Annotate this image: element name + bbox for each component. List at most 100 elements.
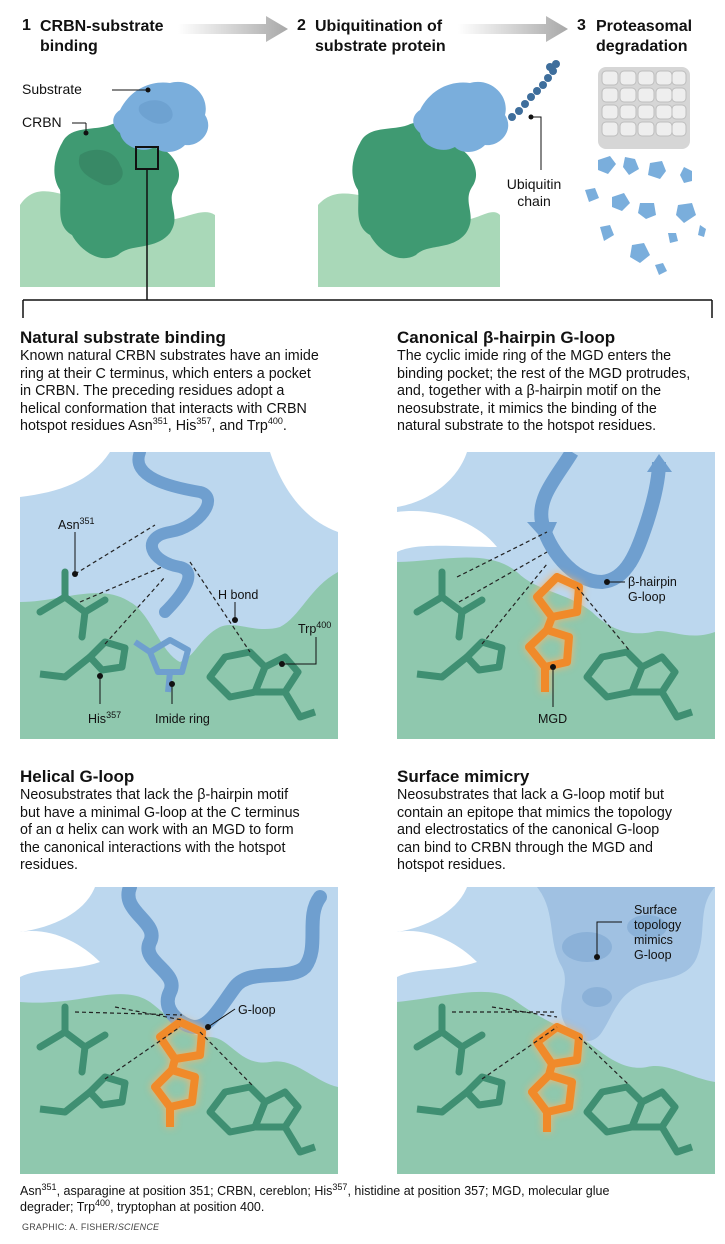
surface-label-line4: G-loop (634, 948, 672, 962)
step-2-number: 2 (297, 17, 306, 34)
ubiquitin-chain (508, 60, 560, 121)
his-residue-c (416, 638, 506, 681)
step-1-title: CRBN-substrate binding (40, 17, 164, 57)
step-1-title-line1: CRBN-substrate (40, 18, 164, 35)
canonical-line-4: neosubstrate, it mimics the binding of t… (397, 400, 657, 417)
natural-panel (20, 452, 338, 739)
natural-line-5: hotspot residues Asn351, His357, and Trp… (20, 416, 287, 434)
substrate-protein-2 (413, 81, 509, 152)
mgd-molecule (525, 573, 583, 692)
his-residue-s (416, 1073, 506, 1116)
imide-ring-natural (133, 637, 191, 693)
step-3-title-line1: Proteasomal (596, 18, 693, 35)
crbn-label: CRBN (22, 114, 62, 130)
helical-line-3: of an α helix can work with an MGD to fo… (20, 822, 294, 838)
mgd-molecule-h (151, 1018, 206, 1127)
canonical-panel (397, 452, 715, 739)
helical-line-1: Neosubstrates that lack the β-hairpin mo… (20, 787, 289, 803)
helical-line-4: the canonical interactions with the hots… (20, 839, 286, 856)
trp-residue-s (583, 1083, 694, 1156)
surface-label-line2: topology (634, 918, 682, 932)
step-arrow-2 (458, 16, 568, 42)
hairpin-label: β-hairpin G-loop (628, 575, 677, 605)
trp-label: Trp400 (298, 619, 332, 636)
surface-line-5: hotspot residues. (397, 857, 506, 873)
surface-line-3: and electrostatics of the canonical G-lo… (397, 822, 660, 838)
step-2-title-line2: substrate protein (315, 38, 446, 55)
asn-residue-h (36, 1003, 109, 1076)
asn-residue-c (413, 568, 486, 641)
surface-line-1: Neosubstrates that lack a G-loop motif b… (397, 787, 665, 803)
asn-residue (36, 568, 109, 641)
canonical-line-3: and, together with a β-hairpin motif on … (397, 383, 662, 399)
natural-line-4: helical conformation that interacts with… (20, 400, 307, 417)
ubiquitin-chain-label: Ubiquitin chain (503, 176, 565, 210)
helical-text: Neosubstrates that lack the β-hairpin mo… (20, 787, 370, 875)
surface-text: Neosubstrates that lack a G-loop motif b… (397, 787, 722, 875)
canonical-line-1: The cyclic imide ring of the MGD enters … (397, 348, 672, 364)
helical-line-2: but have a minimal G-loop at the C termi… (20, 804, 300, 821)
mgd-label: MGD (538, 712, 568, 726)
step-1-title-line2: binding (40, 38, 98, 55)
natural-text: Known natural CRBN substrates have an im… (20, 348, 370, 436)
his-residue-h (39, 1073, 129, 1116)
helical-illustration (20, 887, 338, 1174)
helical-panel (20, 887, 338, 1174)
surface-label-line3: mimics (634, 933, 673, 947)
helical-line-5: residues. (20, 857, 79, 873)
natural-line-3: in CRBN. The preceding residues adopt a (20, 383, 285, 399)
step-3-title: Proteasomal degradation (596, 17, 692, 57)
step-3-title-line2: degradation (596, 38, 688, 55)
hairpin-label-line1: β-hairpin (628, 575, 677, 589)
hairpin-label-line2: G-loop (628, 590, 666, 604)
natural-illustration (20, 452, 338, 739)
his-residue (39, 638, 129, 681)
surface-line-4: can bind to CRBN through the MGD and (397, 839, 653, 856)
trp-residue-c (583, 648, 694, 721)
surface-title: Surface mimicry (397, 767, 530, 786)
graphic-credit: GRAPHIC: A. FISHER/SCIENCE (22, 1222, 160, 1232)
proteasome (598, 67, 690, 149)
gloop-label: G-loop (238, 1003, 276, 1017)
substrate-helix-natural (132, 452, 214, 618)
surface-line-2: contain an epitope that mimics the topol… (397, 804, 672, 821)
surface-epitope (537, 887, 715, 1042)
step-2-title: Ubiquitination of substrate protein (315, 17, 446, 57)
canonical-text: The cyclic imide ring of the MGD enters … (397, 348, 722, 436)
zoom-bracket (22, 299, 713, 318)
top-illustration (20, 60, 706, 300)
canonical-title: Canonical β-hairpin G-loop (397, 328, 616, 347)
substrate-protein-1 (113, 81, 209, 152)
asn-residue-s (413, 1003, 486, 1076)
step-arrow-1 (178, 16, 288, 42)
imide-ring-label: Imide ring (155, 712, 210, 726)
canonical-illustration (397, 452, 715, 739)
canonical-line-5: natural substrate to the hotspot residue… (397, 418, 657, 434)
hbond-label: H bond (218, 588, 259, 602)
step-3-number: 3 (577, 17, 586, 34)
ubiquitin-label-line2: chain (517, 193, 551, 209)
footer-line-1: Asn351, asparagine at position 351; CRBN… (20, 1181, 610, 1198)
surface-label: Surface topology mimics G-loop (634, 903, 681, 963)
trp-residue-h (206, 1083, 317, 1156)
footer-line-2: degrader; Trp400, tryptophan at position… (20, 1197, 265, 1214)
natural-line-1: Known natural CRBN substrates have an im… (20, 348, 319, 364)
natural-title: Natural substrate binding (20, 328, 226, 347)
ubiquitin-label-line1: Ubiquitin (506, 176, 562, 192)
peptide-fragments (585, 156, 706, 275)
step-1-number: 1 (22, 17, 31, 34)
helical-title: Helical G-loop (20, 767, 135, 786)
substrate-label: Substrate (22, 81, 82, 97)
natural-line-2: ring at their C terminus, which enters a… (20, 365, 311, 382)
beta-hairpin (534, 452, 666, 589)
surface-panel (397, 887, 715, 1174)
surface-illustration (397, 887, 715, 1174)
canonical-line-2: binding pocket; the rest of the MGD prot… (397, 365, 691, 382)
step-2-title-line1: Ubiquitination of (315, 18, 443, 35)
surface-label-line1: Surface (634, 903, 678, 917)
trp-residue (206, 648, 317, 721)
footer-notes: Asn351, asparagine at position 351; CRBN… (20, 1181, 720, 1215)
his-label: His357 (88, 709, 122, 726)
crbn-protein-1 (54, 122, 180, 259)
asn-label: Asn351 (58, 515, 95, 532)
